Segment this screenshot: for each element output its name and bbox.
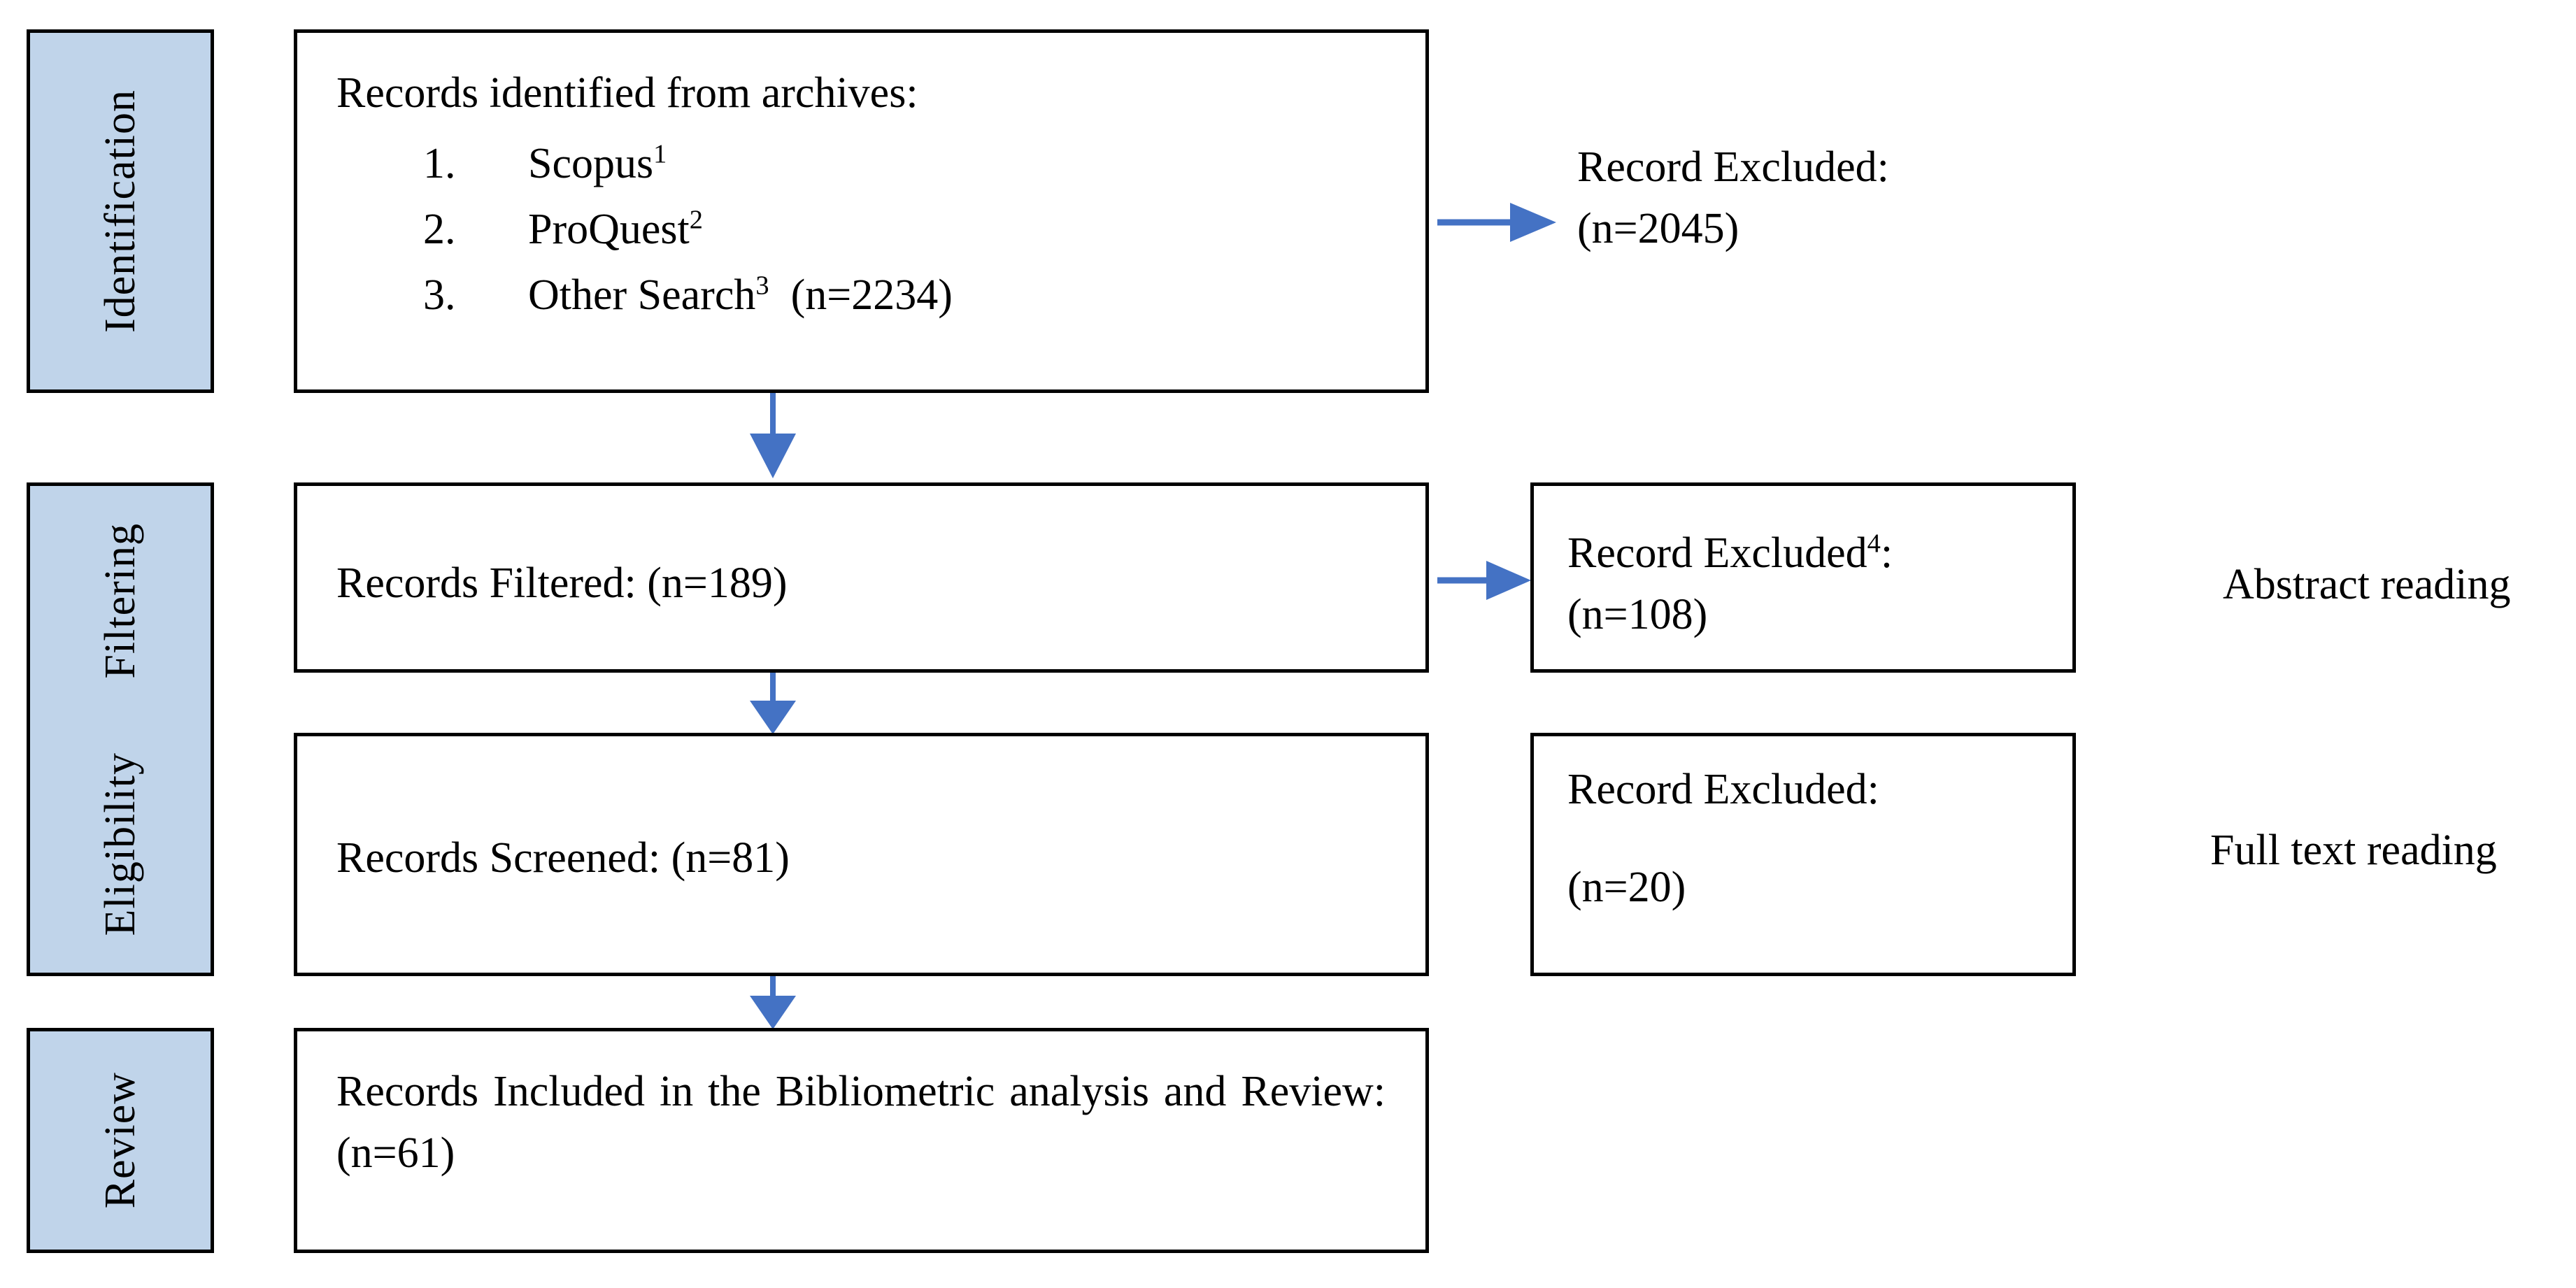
list-item-count: (n=2234) — [790, 271, 953, 320]
stage-box-filtering-eligibility: Filtering Eligibility — [27, 482, 214, 976]
footnote-marker: 4 — [1867, 529, 1881, 559]
list-item: 3. Other Search3 (n=2234) — [423, 262, 953, 328]
exclusion-identification-label: Record Excluded: — [1577, 143, 1889, 191]
list-item-number: 2. — [423, 206, 456, 254]
exclusion-filtering-count: (n=108) — [1567, 591, 1708, 638]
list-item-number: 3. — [423, 271, 456, 320]
node-box-identification: Records identified from archives: 1. Sco… — [294, 29, 1429, 393]
exclusion-identification: Record Excluded: (n=2045) — [1577, 136, 1889, 259]
identification-heading: Records identified from archives: — [336, 69, 918, 117]
node-box-included: Records Included in the Bibliometric ana… — [294, 1028, 1429, 1253]
stage-label-filtering: Filtering — [97, 522, 144, 679]
node-box-filtered: Records Filtered: (n=189) — [294, 482, 1429, 673]
stage-label-review: Review — [97, 1072, 144, 1209]
exclusion-box-filtering: Record Excluded4: (n=108) — [1530, 482, 2076, 673]
flow-down-eligibility-to-review-arrow — [741, 976, 804, 1032]
flow-right-filtering-excluded-arrow — [1437, 552, 1539, 608]
node-box-screened: Records Screened: (n=81) — [294, 733, 1429, 976]
footnote-marker: 1 — [653, 139, 667, 169]
list-item-label: Other Search3 (n=2234) — [528, 271, 953, 320]
screened-text: Records Screened: (n=81) — [336, 834, 790, 882]
flow-right-identification-excluded-arrow — [1437, 194, 1570, 250]
list-item: 2. ProQuest2 — [423, 196, 953, 262]
footnote-marker: 2 — [689, 205, 703, 235]
list-item: 1. Scopus1 — [423, 131, 953, 196]
flow-down-filtering-to-eligibility-arrow — [741, 673, 804, 737]
exclusion-identification-count: (n=2045) — [1577, 205, 1739, 253]
flow-down-identification-to-filtering-arrow — [741, 393, 804, 482]
stage-label-eligibility: Eligibility — [97, 752, 144, 936]
footnote-marker: 3 — [755, 271, 769, 301]
included-text: Records Included in the Bibliometric ana… — [336, 1068, 1386, 1178]
exclusion-eligibility-label: Record Excluded: — [1567, 766, 1879, 813]
list-item-number: 1. — [423, 140, 456, 187]
exclusion-filtering-label: Record Excluded4: — [1567, 529, 1893, 577]
exclusion-box-eligibility: Record Excluded: (n=20) — [1530, 733, 2076, 976]
list-item-label: Scopus1 — [528, 139, 667, 187]
annotation-abstract-reading: Abstract reading — [2223, 561, 2511, 608]
stage-box-identification: Identification — [27, 29, 214, 393]
annotation-full-text-reading: Full text reading — [2210, 827, 2497, 874]
filtered-text: Records Filtered: (n=189) — [336, 559, 788, 607]
stage-label-identification: Identification — [97, 90, 144, 333]
exclusion-eligibility-count: (n=20) — [1567, 864, 1686, 911]
stage-box-review: Review — [27, 1028, 214, 1253]
identification-source-list: 1. Scopus1 2. ProQuest2 3. Other Search3… — [423, 131, 953, 329]
list-item-label: ProQuest2 — [528, 205, 703, 254]
